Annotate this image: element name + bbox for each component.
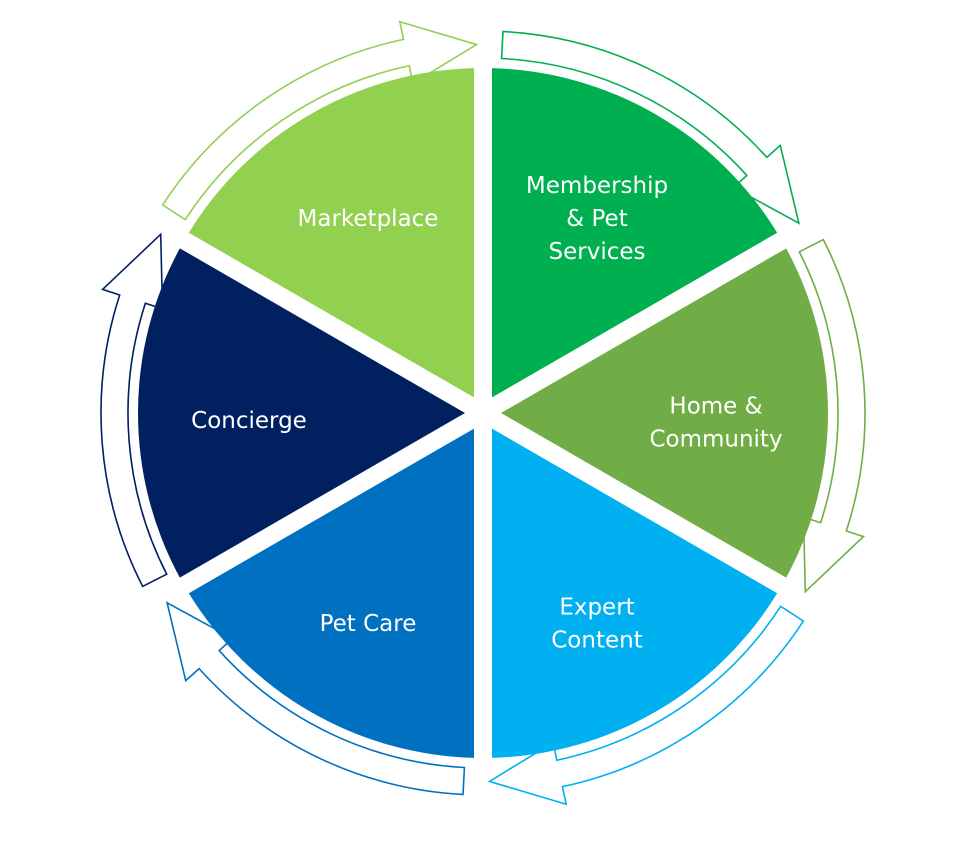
- label-line: Marketplace: [298, 206, 439, 232]
- arrow-membership: [500, 30, 801, 225]
- arrow-concierge: [100, 232, 168, 588]
- cycle-arrows: [100, 20, 866, 806]
- arrow-expert-content: [487, 605, 805, 806]
- cycle-segments: [137, 68, 829, 758]
- arrow-marketplace: [161, 20, 479, 221]
- segment-pet-care: [188, 428, 474, 758]
- segment-home-community: [501, 248, 829, 578]
- label-line: Community: [649, 427, 782, 453]
- label-line: Pet Care: [320, 611, 417, 637]
- label-line: Services: [549, 239, 646, 265]
- label-line: Concierge: [191, 408, 307, 434]
- segment-expert-content: [492, 428, 778, 758]
- label-marketplace: Marketplace: [298, 206, 439, 232]
- arrow-pet-care: [165, 601, 466, 796]
- label-line: Home &: [669, 394, 762, 420]
- segment-concierge: [137, 248, 465, 578]
- label-concierge: Concierge: [191, 408, 307, 434]
- arrow-home-community: [798, 238, 866, 594]
- label-pet-care: Pet Care: [320, 611, 417, 637]
- segment-membership: [492, 68, 778, 398]
- label-home-community: Home & Community: [649, 394, 782, 453]
- label-line: Content: [551, 628, 642, 654]
- label-line: Membership: [526, 173, 668, 199]
- segment-marketplace: [188, 68, 474, 398]
- label-line: & Pet: [566, 206, 627, 232]
- label-line: Expert: [559, 595, 634, 621]
